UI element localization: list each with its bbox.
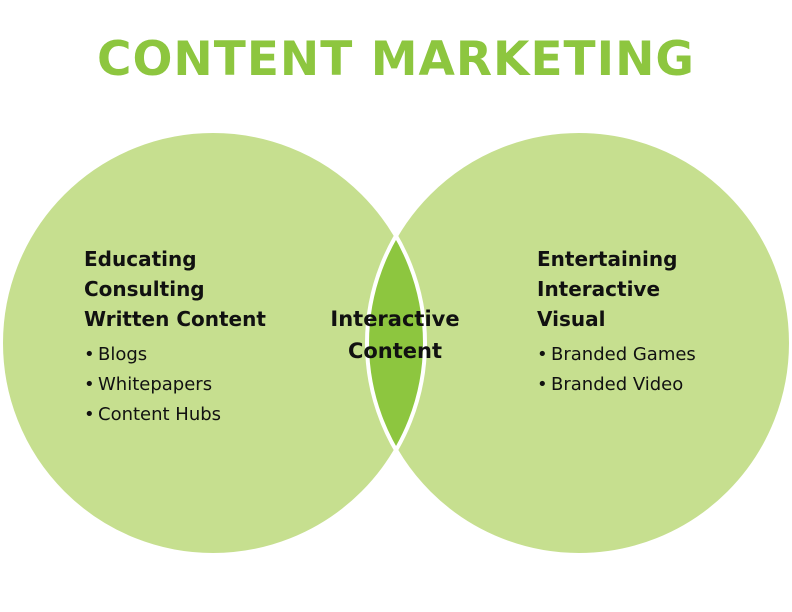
right-item-label: Branded Games (551, 344, 696, 365)
left-item-label: Blogs (98, 344, 148, 365)
right-heading-1: Entertaining (537, 247, 678, 271)
right-circle (367, 131, 791, 555)
right-heading-2: Interactive (537, 277, 661, 301)
bullet-icon: • (84, 404, 95, 425)
left-heading-2: Consulting (84, 277, 205, 301)
bullet-icon: • (84, 344, 95, 365)
left-circle-text: Educating Consulting Written Content •Bl… (84, 244, 266, 430)
left-heading-3: Written Content (84, 307, 266, 331)
list-item: •Whitepapers (84, 370, 266, 400)
right-item-label: Branded Video (551, 374, 684, 395)
right-heading-3: Visual (537, 307, 606, 331)
diagram-title: CONTENT MARKETING (96, 32, 696, 87)
left-circle-outline (0, 129, 427, 557)
right-circle-text: Entertaining Interactive Visual •Branded… (537, 244, 696, 400)
left-circle (1, 131, 425, 555)
left-item-label: Whitepapers (98, 374, 213, 395)
list-item: •Branded Games (537, 340, 696, 370)
left-item-list: •Blogs •Whitepapers •Content Hubs (84, 340, 266, 430)
bullet-icon: • (537, 374, 548, 395)
list-item: •Branded Video (537, 370, 696, 400)
bullet-icon: • (537, 344, 548, 365)
list-item: •Blogs (84, 340, 266, 370)
right-circle-outline (365, 129, 792, 557)
bullet-icon: • (84, 374, 95, 395)
intersection-line-1: Interactive (330, 307, 460, 331)
list-item: •Content Hubs (84, 400, 266, 430)
intersection-line-2: Content (347, 339, 443, 363)
left-item-label: Content Hubs (98, 404, 222, 425)
left-heading-1: Educating (84, 247, 197, 271)
intersection-text: Interactive Content (300, 303, 490, 367)
right-item-list: •Branded Games •Branded Video (537, 340, 696, 400)
